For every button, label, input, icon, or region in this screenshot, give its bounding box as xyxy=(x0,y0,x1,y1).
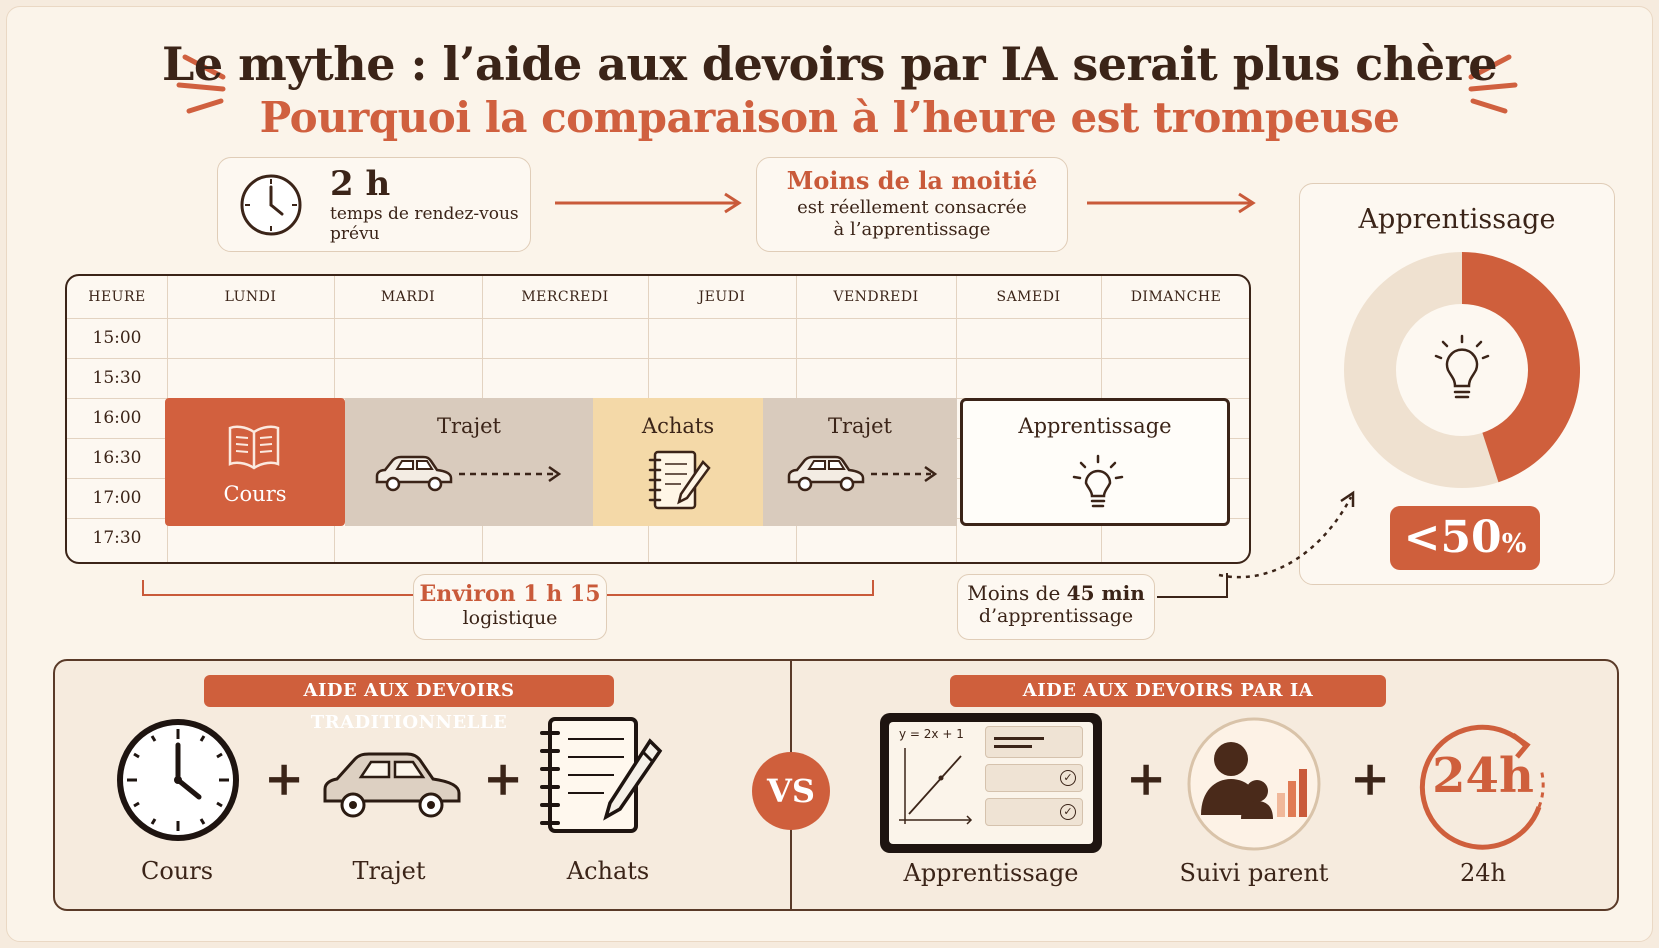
clock-24h-icon xyxy=(1419,724,1545,850)
page-subtitle: Pourquoi la comparaison à l’heure est tr… xyxy=(259,93,1400,142)
clock-24h-text: 24h xyxy=(1432,748,1534,804)
infographic: Le mythe : l’aide aux devoirs par IA ser… xyxy=(6,6,1653,942)
half-text-2: à l’apprentissage xyxy=(833,218,991,240)
learning-percent-badge: <50% xyxy=(1390,506,1540,570)
ai-item-suivi-parent: Suivi parent xyxy=(1179,859,1329,887)
tablet-icon: y = 2x + 1 ✓ ✓ xyxy=(880,713,1102,853)
car-icon xyxy=(787,455,938,492)
block-cours-label: Cours xyxy=(223,482,287,506)
logistics-value: Environ 1 h 15 xyxy=(419,581,601,607)
title-rays-right xyxy=(1468,54,1518,114)
day-header-mardi: MARDI xyxy=(380,289,436,305)
learning-value-prefix: Moins de xyxy=(967,581,1067,605)
ai-item-apprentissage: Apprentissage xyxy=(903,859,1079,887)
hour-label: 17:00 xyxy=(92,488,142,508)
arrow-right-2 xyxy=(1087,192,1256,214)
lightbulb-icon xyxy=(1434,334,1490,399)
plus-sign: + xyxy=(264,751,305,807)
plus-sign: + xyxy=(1126,751,1167,807)
day-header-vendredi: VENDREDI xyxy=(833,289,919,305)
page-title: Le mythe : l’aide aux devoirs par IA ser… xyxy=(162,37,1497,91)
traditional-item-trajet: Trajet xyxy=(352,857,426,885)
open-book-icon xyxy=(228,425,280,470)
lightbulb-icon xyxy=(1072,454,1124,508)
learning-duration-text: d’apprentissage xyxy=(978,605,1134,627)
learning-percent-unit: % xyxy=(1501,529,1527,559)
block-trajet-2-label: Trajet xyxy=(828,414,892,438)
vs-badge: VS xyxy=(752,752,830,830)
learning-donut-chart xyxy=(1344,252,1580,488)
day-header-dimanche: DIMANCHE xyxy=(1130,289,1222,305)
learning-percent-value: <50 xyxy=(1403,512,1502,563)
block-achats: Achats xyxy=(593,398,763,526)
parent-monitoring-icon xyxy=(1187,717,1321,851)
car-icon xyxy=(375,455,562,492)
hour-label: 16:30 xyxy=(92,448,142,468)
plus-sign: + xyxy=(483,751,524,807)
block-achats-label: Achats xyxy=(641,414,715,438)
planned-time-text: temps de rendez-vous prévu xyxy=(330,204,519,245)
block-apprentissage: Apprentissage xyxy=(960,398,1230,526)
ai-item-24h: 24h xyxy=(1460,859,1506,887)
plus-sign: + xyxy=(1350,751,1391,807)
tablet-equation: y = 2x + 1 xyxy=(899,727,964,741)
half-title: Moins de la moitié xyxy=(786,166,1038,195)
block-apprentissage-label: Apprentissage xyxy=(1018,414,1172,438)
half-card: Moins de la moitié est réellement consac… xyxy=(756,157,1068,252)
title-rays-left xyxy=(176,54,226,114)
logistics-pill: Environ 1 h 15 logistique xyxy=(413,574,607,640)
arrow-right-1 xyxy=(555,192,742,214)
check-icon: ✓ xyxy=(1060,804,1076,820)
planned-time-value: 2 h xyxy=(330,164,391,204)
day-header-samedi: SAMEDI xyxy=(996,289,1061,305)
half-text-1: est réellement consacrée xyxy=(797,197,1027,218)
logistics-text: logistique xyxy=(462,607,558,629)
learning-share-title: Apprentissage xyxy=(1358,204,1556,235)
traditional-item-achats: Achats xyxy=(566,857,650,885)
block-trajet-1: Trajet xyxy=(345,398,593,526)
block-trajet-2: Trajet xyxy=(763,398,957,526)
weekly-schedule: HEURE LUNDI MARDI MERCREDI JEUDI VENDRED… xyxy=(65,274,1251,564)
block-trajet-1-label: Trajet xyxy=(437,414,501,438)
block-cours: Cours xyxy=(165,398,345,526)
traditional-item-cours: Cours xyxy=(140,857,214,885)
day-header-jeudi: JEUDI xyxy=(698,289,746,305)
car-icon xyxy=(323,752,461,818)
hour-label: 15:00 xyxy=(92,328,142,348)
check-icon: ✓ xyxy=(1060,770,1076,786)
notebook-pencil-icon xyxy=(648,450,711,510)
learning-duration-pill: Moins de 45 min d’apprentissage xyxy=(957,574,1155,640)
clock-icon xyxy=(240,174,302,236)
learning-donut-slice xyxy=(1461,252,1580,483)
learning-duration-value: 45 min xyxy=(1066,581,1145,605)
hour-column-header: HEURE xyxy=(88,289,146,305)
day-header-mercredi: MERCREDI xyxy=(521,289,609,305)
comparison-panel: AIDE AUX DEVOIRS TRADITIONNELLE AIDE AUX… xyxy=(53,659,1619,911)
planned-time-card: 2 h temps de rendez-vous prévu xyxy=(217,157,531,252)
traditional-banner: AIDE AUX DEVOIRS TRADITIONNELLE xyxy=(204,675,614,733)
day-header-lundi: LUNDI xyxy=(224,289,277,305)
connector-line xyxy=(1157,490,1355,598)
hour-label: 15:30 xyxy=(92,368,142,388)
hour-label: 16:00 xyxy=(92,408,142,428)
ai-banner: AIDE AUX DEVOIRS PAR IA xyxy=(950,675,1386,707)
clock-icon xyxy=(117,719,239,841)
graph-icon xyxy=(899,748,973,825)
notebook-pencil-icon xyxy=(540,717,663,833)
hour-label: 17:30 xyxy=(92,528,142,548)
